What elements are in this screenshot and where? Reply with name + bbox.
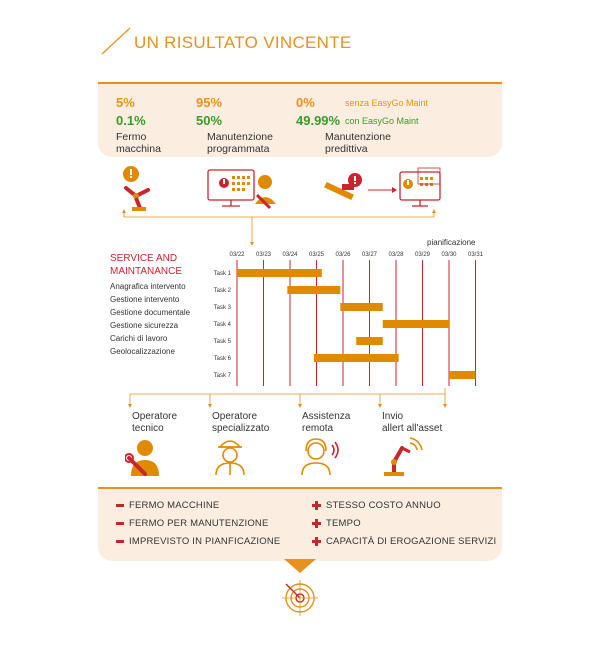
legend-with: con EasyGo Maint: [345, 116, 419, 126]
service-item: Geolocalizzazione: [110, 347, 175, 356]
task-label: Task 6: [214, 356, 232, 362]
plus-icon: [312, 518, 321, 528]
service-title: SERVICE AND MAINTANANCE: [110, 253, 183, 277]
task-label: Task 2: [214, 288, 232, 294]
results-panel: [98, 487, 502, 561]
legend-without: senza EasyGo Maint: [345, 98, 429, 108]
task-bar: [449, 371, 476, 379]
roles-connector: [128, 388, 447, 408]
machine-alert-to-monitor-icon: [324, 167, 441, 207]
minus-item: FERMO PER MANUTENZIONE: [116, 518, 269, 529]
date-tick-label: 03/22: [229, 252, 245, 258]
date-tick-label: 03/30: [441, 252, 457, 258]
minus-icon: [116, 503, 124, 507]
task-bar: [313, 354, 399, 362]
task-label: Task 1: [214, 271, 232, 277]
fermo-without-value: 5%: [116, 95, 135, 110]
task-bar: [287, 286, 341, 294]
task-bar: [340, 303, 383, 311]
task-label: Task 4: [214, 322, 232, 328]
service-item: Anagrafica intervento: [110, 282, 186, 291]
gantt-title: pianificazione: [427, 238, 476, 247]
plus-icon: [312, 500, 321, 510]
scenario-illustrations: [122, 166, 441, 245]
plus-item: STESSO COSTO ANNUO: [312, 500, 441, 511]
fermo-with-value: 0.1%: [116, 113, 146, 128]
predittiva-without-value: 0%: [296, 95, 315, 110]
pianificazione-gantt-chart: pianificazione 03/22 03/23 03/24 03/25 03/26 0…: [214, 238, 484, 386]
minus-item: IMPREVISTO IN PIANFICAZIONE: [116, 536, 280, 547]
task-bar: [237, 269, 322, 277]
service-item: Gestione intervento: [110, 295, 180, 304]
task-label: Task 3: [214, 305, 232, 311]
predittiva-with-value: 49.99%: [296, 113, 341, 128]
date-tick-label: 03/28: [388, 252, 404, 258]
date-tick-label: 03/24: [282, 252, 298, 258]
date-tick-label: 03/26: [335, 252, 351, 258]
title-slash-decoration: [101, 27, 131, 55]
task-bar: [382, 320, 449, 328]
connector-lines: [123, 212, 435, 244]
down-pointer-triangle: [284, 559, 316, 573]
alert-robot-arm-icon: [123, 166, 150, 211]
specialist-icon: [215, 440, 245, 476]
service-item: Gestione sicurezza: [110, 321, 179, 330]
date-tick-label: 03/31: [468, 252, 484, 258]
plus-item: CAPACITÀ DI EROGAZIONE SERVIZI: [312, 536, 496, 547]
date-tick-label: 03/29: [415, 252, 431, 258]
page-title: UN RISULTATO VINCENTE: [134, 33, 352, 52]
task-label: Task 5: [214, 339, 232, 345]
minus-icon: [116, 539, 124, 543]
date-tick-label: 03/23: [256, 252, 272, 258]
plus-icon: [312, 536, 321, 546]
plus-item: TEMPO: [312, 518, 361, 529]
date-tick-label: 03/27: [362, 252, 378, 258]
minus-item: FERMO MACCHINE: [116, 500, 219, 511]
programmata-with-value: 50%: [196, 113, 223, 128]
comparison-panel: [98, 82, 502, 157]
technician-icon: [125, 440, 159, 476]
robot-arm-wifi-icon: [384, 437, 423, 476]
minus-icon: [116, 521, 124, 525]
service-item: Gestione documentale: [110, 308, 191, 317]
service-item: Carichi di lavoro: [110, 334, 168, 343]
task-label: Task 7: [214, 373, 232, 379]
headset-icon: [301, 438, 339, 476]
task-bar: [356, 337, 383, 345]
programmata-without-value: 95%: [196, 95, 223, 110]
monitor-technician-icon: [207, 169, 276, 210]
target-icon: [282, 580, 318, 616]
date-tick-label: 03/25: [309, 252, 325, 258]
